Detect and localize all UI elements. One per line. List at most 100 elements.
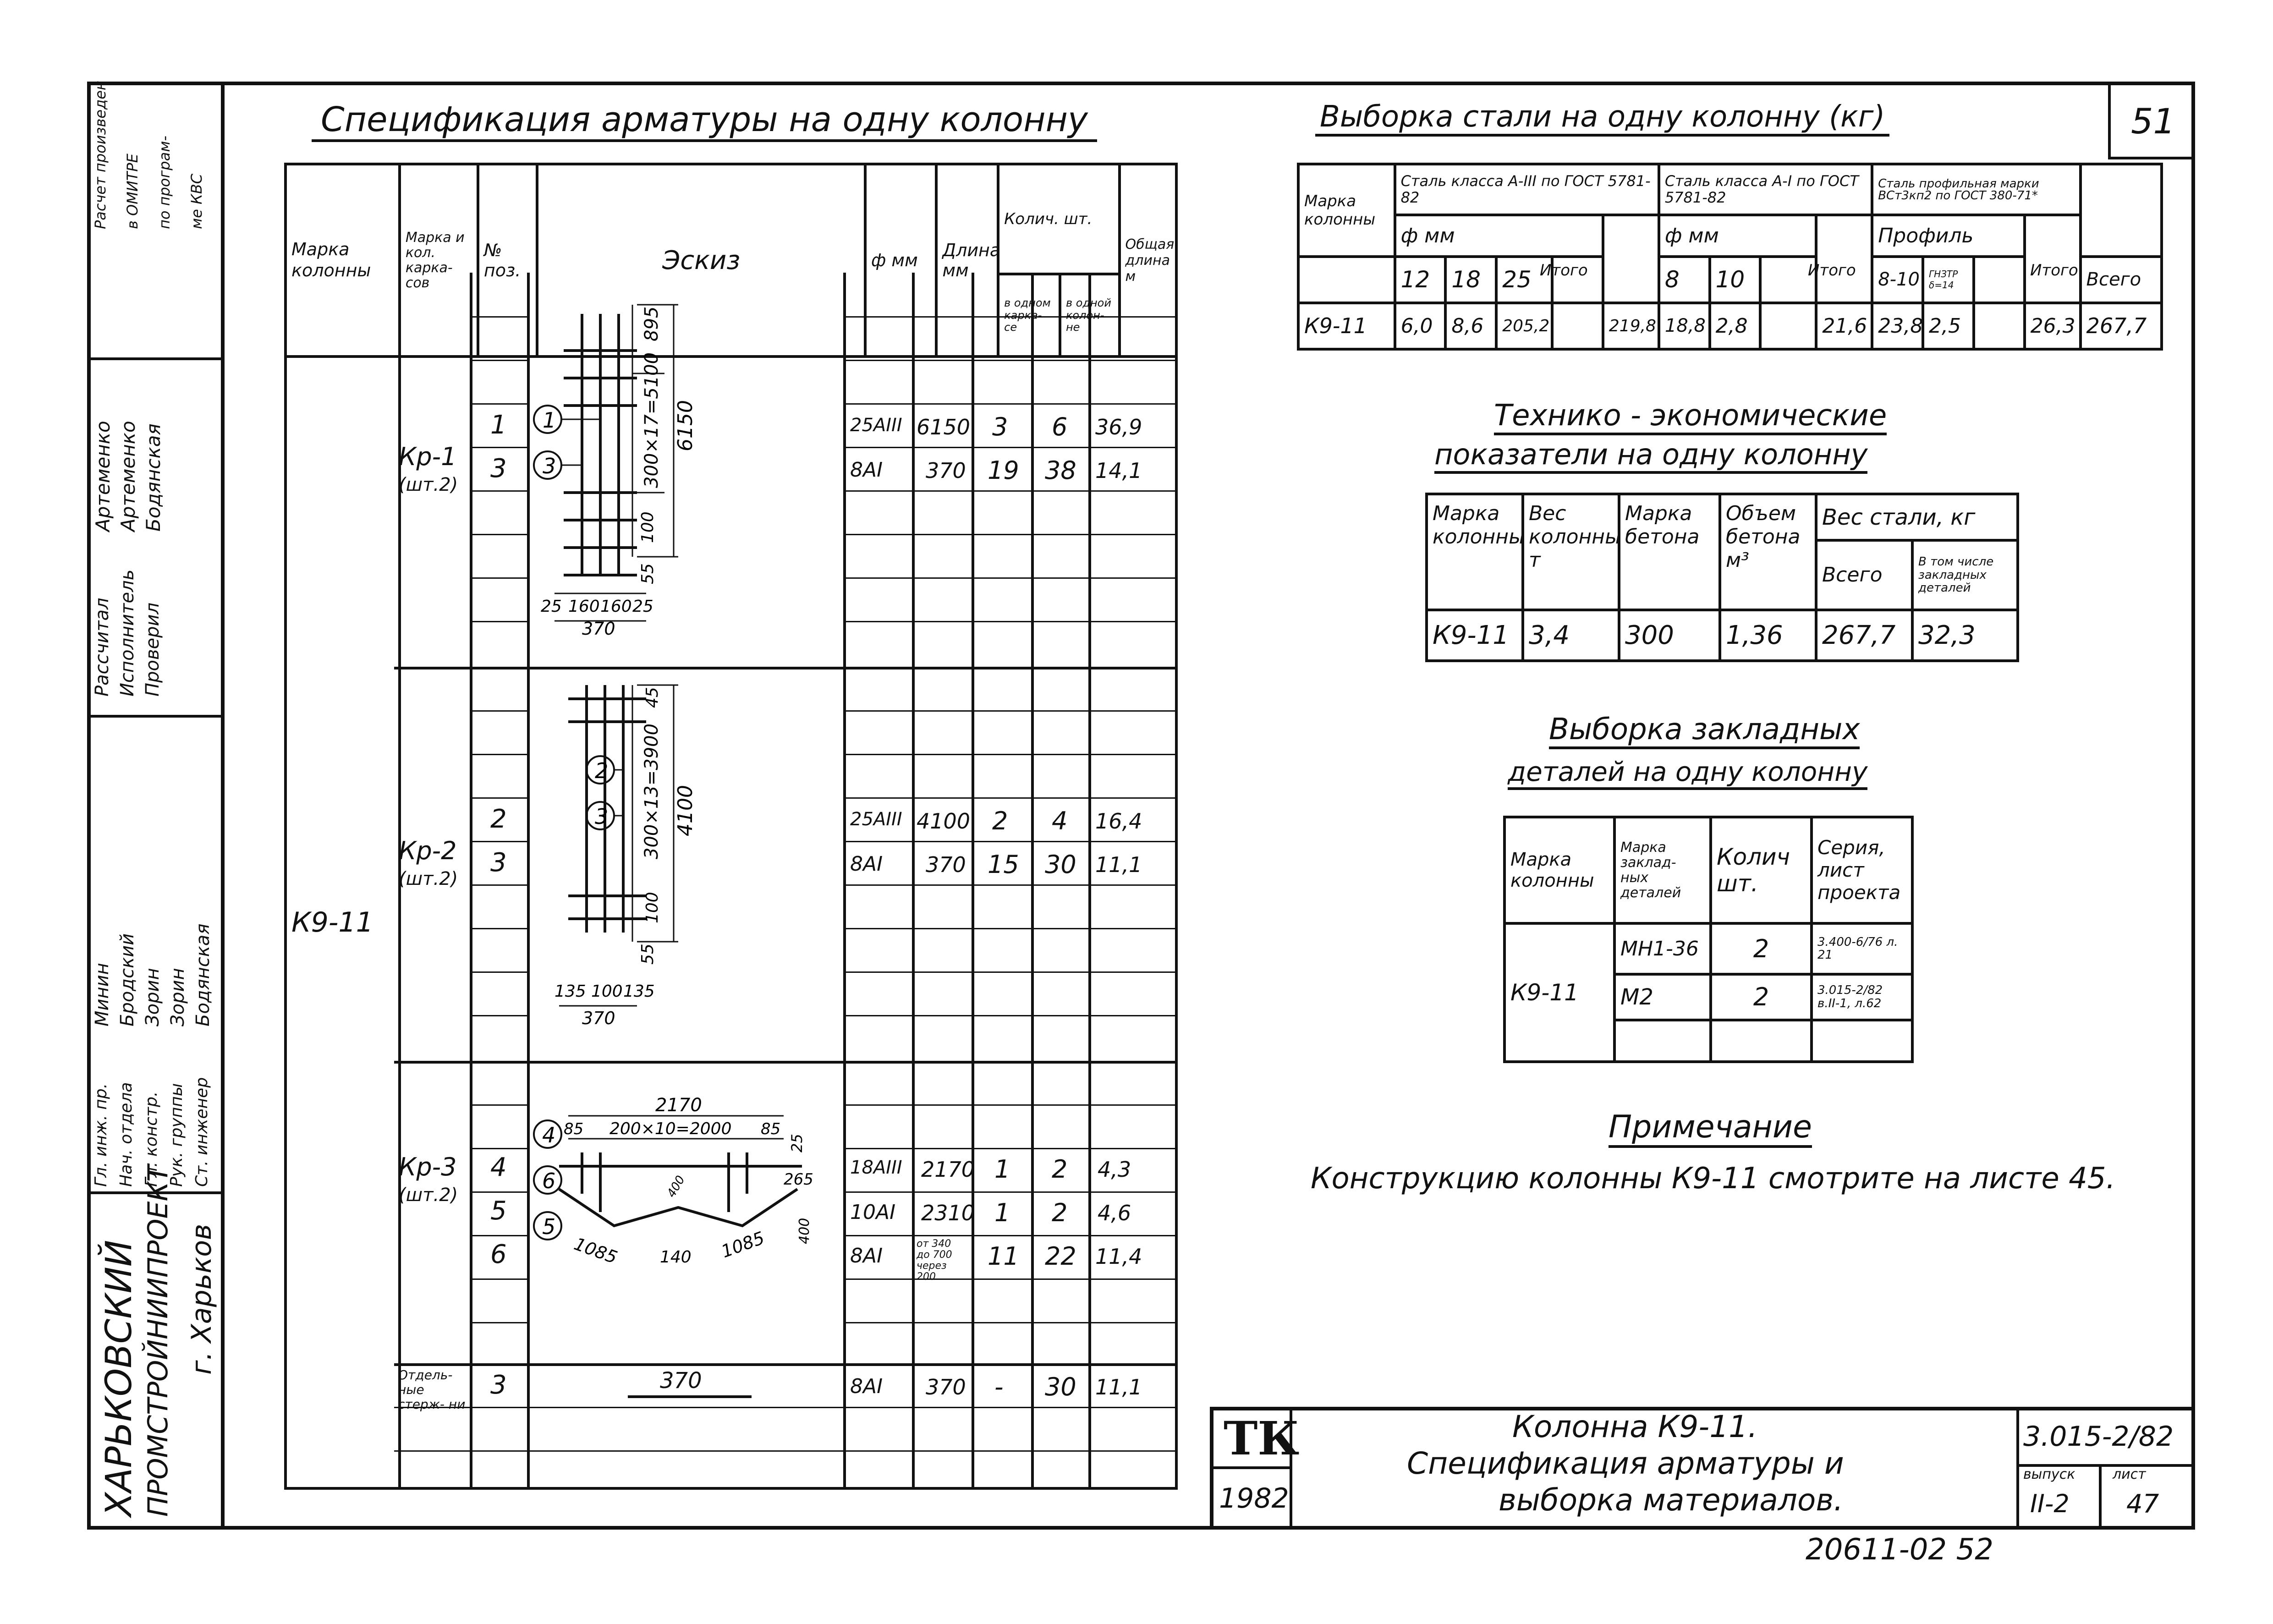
side-divider-1 <box>87 1191 225 1194</box>
qc-1-2: 38 <box>1045 456 1076 485</box>
steel-h-a1: Сталь класса А-I по ГОСТ 5781-82 <box>1657 162 1874 217</box>
steel-h-mark: Марка колонны <box>1297 163 1396 258</box>
spec-title: Спецификация арматуры на одну колонну <box>312 100 1097 142</box>
s1-dim-25b: 25 <box>632 597 653 616</box>
s1-dim-895: 895 <box>641 307 662 341</box>
name2-3: Бодянская <box>142 423 165 532</box>
steel-sub3-0: 8-10 <box>1871 255 1925 304</box>
s3-dim-400b: 400 <box>796 1218 813 1244</box>
rl <box>843 490 1178 492</box>
s1-dim-100: 100 <box>638 511 657 543</box>
steel-v2-1: 2,8 <box>1708 301 1762 351</box>
rl <box>470 490 527 492</box>
emb-title-1: Выборка закладных <box>1549 713 1860 749</box>
side-panel-border <box>87 82 225 1530</box>
tech-table: Марка колонны Вес колонны т Марка бетона… <box>1425 492 2020 663</box>
dia-1-1: 25АIII <box>850 415 902 436</box>
s3-dim-spacing: 200×10=2000 <box>609 1119 731 1138</box>
s1-dim-160b: 160 <box>600 597 632 616</box>
bottom-number: 20611-02 52 <box>1806 1533 1993 1567</box>
s2-dim-135a: 135 <box>555 982 586 1001</box>
rl <box>843 928 1178 929</box>
s1-callout-3: 3 <box>543 454 556 478</box>
s2-dim-370: 370 <box>582 1008 615 1028</box>
s1-dim-spacing: 300×17=5100 <box>641 352 662 488</box>
vline-3 <box>843 273 846 1487</box>
rl <box>470 797 527 799</box>
role-3: Гл. констр. <box>142 1091 161 1187</box>
rl <box>843 797 1178 799</box>
steel-v2-0: 18,8 <box>1657 301 1711 351</box>
rl <box>843 841 1178 842</box>
emb-col-mark: К9-11 <box>1503 922 1616 1064</box>
rl <box>470 534 527 535</box>
dia-2-1: 25АIII <box>850 809 902 830</box>
group-sep-2 <box>394 1061 1178 1064</box>
dia-3-2: 10АI <box>850 1201 896 1224</box>
group-sep-3 <box>394 1363 1178 1366</box>
tb-title-2: Спецификация арматуры и <box>1407 1446 1844 1481</box>
tb-code: 3.015-2/82 <box>2023 1421 2174 1453</box>
qc-1-1: 6 <box>1052 412 1068 441</box>
s2-dim-spacing: 300×13=3900 <box>641 724 662 859</box>
dia-3-3: 8АI <box>850 1244 883 1267</box>
steel-v3-2 <box>1972 301 2026 351</box>
rl <box>470 971 527 973</box>
role-1: Гл. инж. пр. <box>92 1083 110 1187</box>
steel-sub3-2 <box>1972 255 2026 304</box>
qc-3-1: 2 <box>1052 1155 1068 1184</box>
vline-2 <box>527 273 530 1487</box>
group-sep-1 <box>394 667 1178 669</box>
frame-mark-3: Кр-3 <box>399 1152 457 1181</box>
rl <box>470 1322 527 1323</box>
s2-dim-100b: 100 <box>591 982 623 1001</box>
s3-callout-5: 5 <box>542 1214 555 1239</box>
tb-list-label: лист <box>2113 1466 2146 1482</box>
steel-vsego-h: Всего <box>2079 255 2163 304</box>
s3-dim-1085b: 1085 <box>719 1228 767 1262</box>
s2-dim-100: 100 <box>643 892 662 923</box>
steel-h-a3: Сталь класса А-III по ГОСТ 5781-82 <box>1393 162 1660 217</box>
emb-title-2: деталей на одну колонну <box>1508 756 1868 790</box>
qf-4-1: - <box>994 1372 1004 1401</box>
steel-v3-0: 23,8 <box>1871 301 1925 351</box>
rl <box>843 621 1178 622</box>
frame-count-2: (шт.2) <box>399 868 458 889</box>
emb-r1-qty: 2 <box>1709 922 1813 976</box>
page-number-box <box>2108 82 2195 159</box>
tk-logo: ТК <box>1224 1411 1300 1465</box>
drawing-frame <box>87 82 2195 1530</box>
calc-1: Расчет произведен <box>92 81 109 229</box>
rl <box>843 316 1178 318</box>
s3-dim-2170: 2170 <box>655 1095 702 1116</box>
steel-sub1-0: 12 <box>1393 255 1447 304</box>
s2-dim-55: 55 <box>638 944 657 965</box>
rl <box>843 1148 1178 1149</box>
qc-4-1: 30 <box>1045 1372 1076 1401</box>
qf-3-1: 1 <box>994 1155 1010 1184</box>
s2-dim-4100: 4100 <box>674 785 697 836</box>
steel-v1-1: 8,6 <box>1444 301 1498 351</box>
h-sketch: Эскиз <box>536 163 867 358</box>
qc-2-1: 4 <box>1052 807 1068 835</box>
calc-2: в ОМИТРЕ <box>124 154 141 229</box>
sketch-sep-dim: 370 <box>660 1368 702 1394</box>
side-divider-2 <box>87 715 225 718</box>
rl <box>843 1104 1178 1106</box>
s3-dim-400a: 400 <box>664 1174 688 1200</box>
pos-2-2: 3 <box>490 848 507 878</box>
steel-sub1-3 <box>1551 255 1604 304</box>
emb-r1-series: 3.400-6/76 л. 21 <box>1810 922 1914 976</box>
s3-dim-85a: 85 <box>564 1120 583 1138</box>
s1-dim-55: 55 <box>638 563 657 584</box>
frame-count-3: (шт.2) <box>399 1185 458 1206</box>
steel-v1-0: 6,0 <box>1393 301 1447 351</box>
tl-1-1: 36,9 <box>1095 415 1142 439</box>
steel-v3-1: 2,5 <box>1922 301 1975 351</box>
tl-2-2: 11,1 <box>1095 852 1142 877</box>
rl <box>470 1235 527 1236</box>
steel-row-mark: К9-11 <box>1297 301 1396 351</box>
pos-1-2: 3 <box>490 454 507 483</box>
emb-table: Марка колонны Марка заклад- ных деталей … <box>1503 816 1914 1064</box>
org-city: г. Харьков <box>186 1223 218 1375</box>
